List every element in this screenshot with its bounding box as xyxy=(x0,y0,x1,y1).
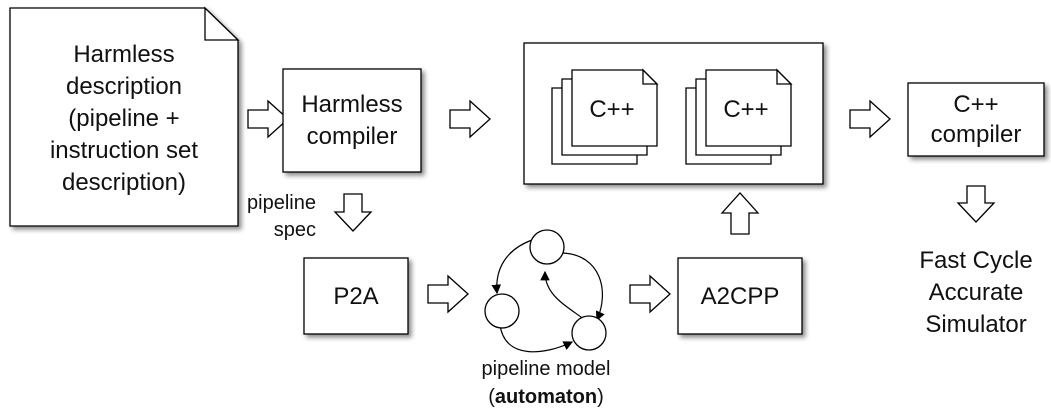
p2a-label: P2A xyxy=(333,283,378,310)
automaton-caption-line-2: (automaton) xyxy=(488,386,604,408)
simulator-line-3: Simulator xyxy=(925,311,1026,338)
description-line-2: description xyxy=(66,73,182,100)
cpp-file-stack-1: C++ xyxy=(551,68,659,165)
automaton-state-3 xyxy=(571,315,607,351)
arrow-right-icon xyxy=(849,99,891,139)
cpp-compiler-line-1: C++ xyxy=(953,91,998,118)
generated-cpp-container: C++ C++ xyxy=(523,42,824,185)
harmless-compiler-line-2: compiler xyxy=(307,123,398,150)
description-line-3: (pipeline + xyxy=(68,105,179,132)
simulator-label: Fast Cycle Accurate Simulator xyxy=(919,247,1032,338)
simulator-line-2: Accurate xyxy=(929,279,1024,306)
a2cpp-box: A2CPP xyxy=(677,257,803,335)
arrow-right-icon xyxy=(629,274,671,314)
automaton-caption-line-1: pipeline model xyxy=(482,358,611,380)
description-line-5: description) xyxy=(62,169,186,196)
simulator-line-1: Fast Cycle xyxy=(919,247,1032,274)
harmless-description-document: Harmless description (pipeline + instruc… xyxy=(9,6,240,227)
pipeline-spec-line-1: pipeline xyxy=(247,192,316,214)
page-fold-icon xyxy=(204,6,240,41)
description-line-1: Harmless xyxy=(73,41,174,68)
p2a-box: P2A xyxy=(303,257,409,335)
arrow-right-icon xyxy=(247,99,289,139)
pipeline-spec-line-2: spec xyxy=(274,219,316,241)
arrow-down-icon xyxy=(956,185,996,223)
arrow-right-icon xyxy=(449,99,491,139)
arrow-up-icon xyxy=(720,192,760,235)
description-line-4: instruction set xyxy=(50,137,198,164)
automaton-graph: pipeline model (automaton) xyxy=(482,229,611,408)
page-fold-icon xyxy=(642,68,659,85)
cpp-file-stack-2: C++ xyxy=(685,68,793,165)
automaton-state-2 xyxy=(484,293,520,329)
harmless-compiler-box: Harmless compiler xyxy=(282,68,422,173)
automaton-state-1 xyxy=(529,229,565,265)
a2cpp-label: A2CPP xyxy=(701,283,780,310)
cpp-compiler-line-2: compiler xyxy=(931,121,1022,148)
arrow-down-icon xyxy=(333,193,373,232)
cpp-file-label-1: C++ xyxy=(589,96,634,123)
harmless-compiler-line-1: Harmless xyxy=(301,91,402,118)
arrow-right-icon xyxy=(427,274,469,314)
cpp-file-label-2: C++ xyxy=(723,96,768,123)
cpp-compiler-box: C++ compiler xyxy=(907,82,1045,157)
page-fold-icon xyxy=(776,68,793,85)
